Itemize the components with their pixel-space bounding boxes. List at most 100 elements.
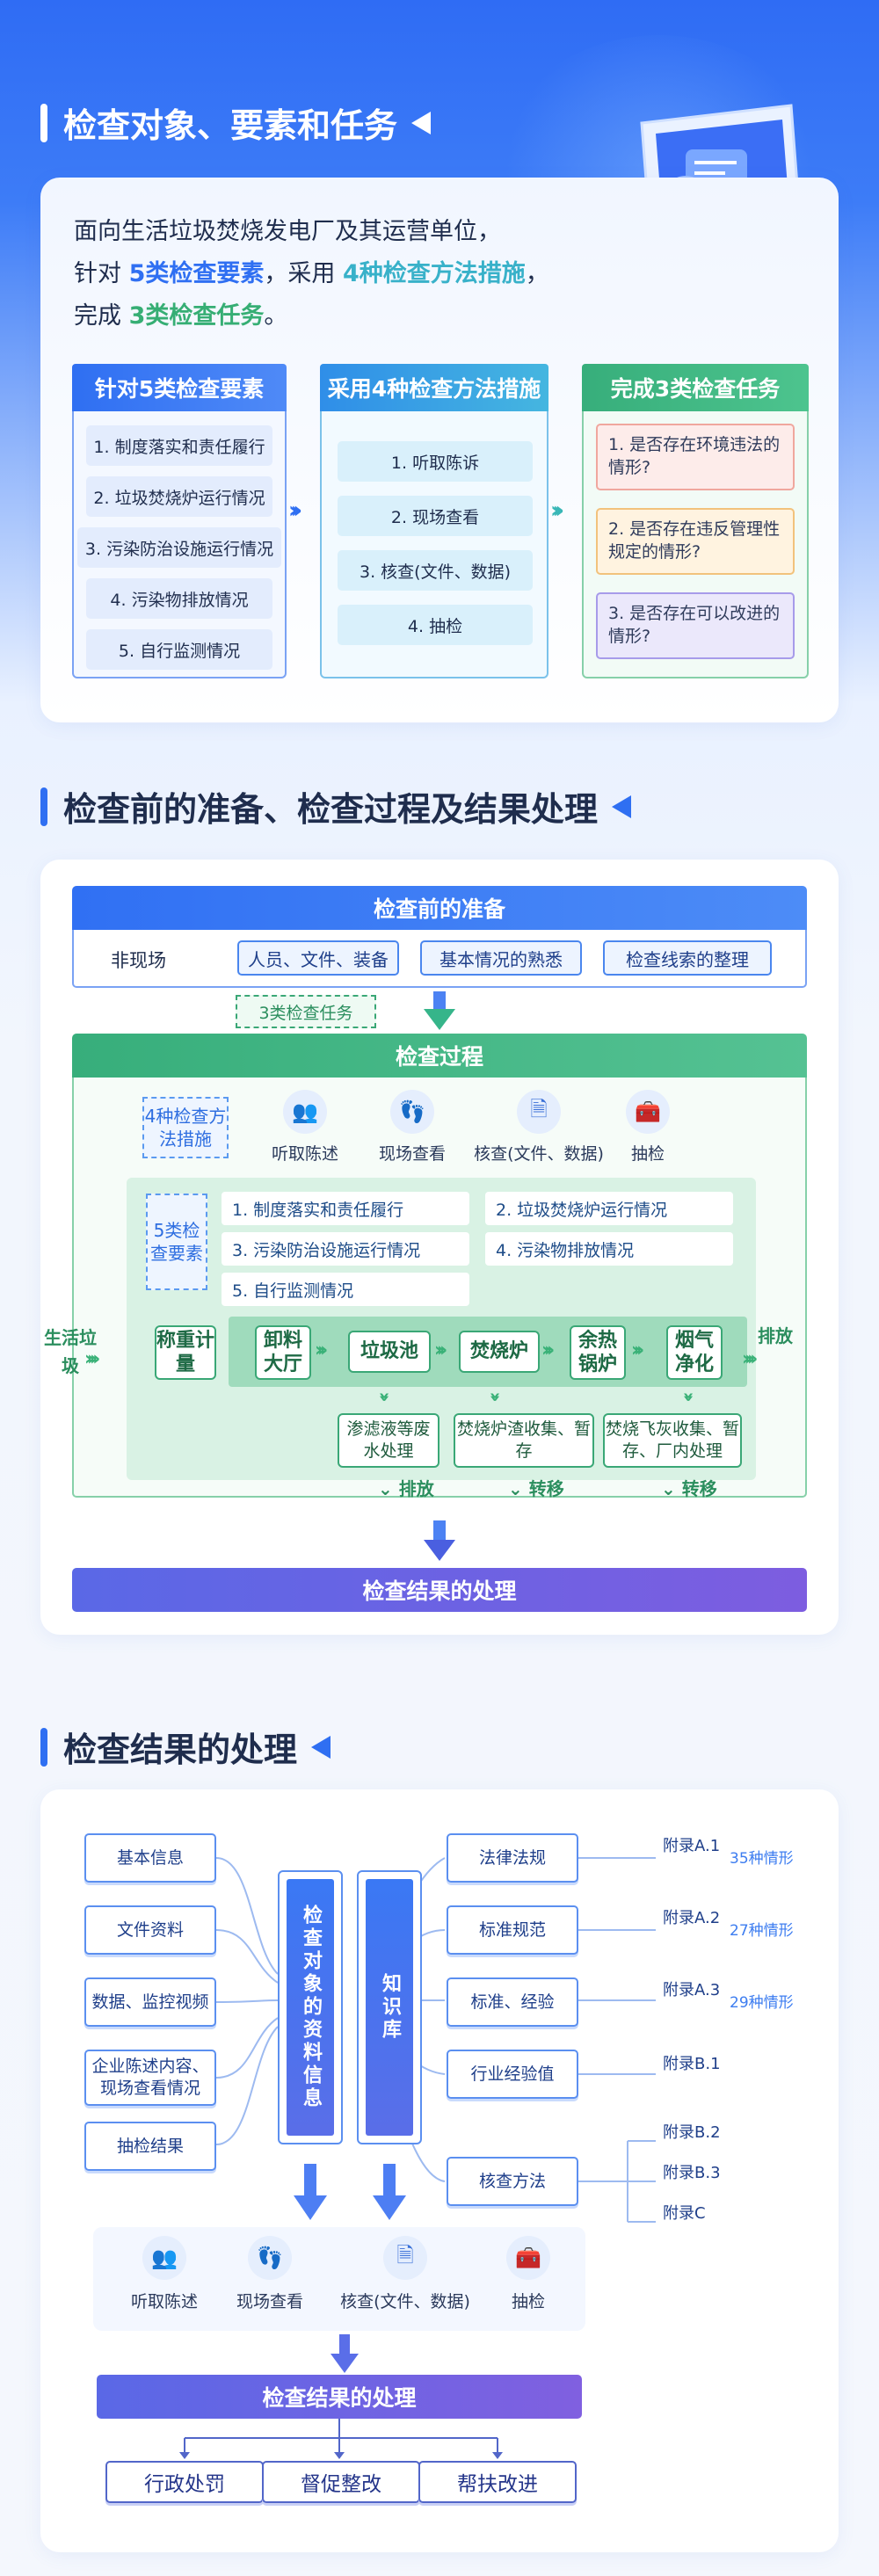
output-label: 排放 [758, 1325, 793, 1346]
document-check-icon: 🗎 [517, 1090, 561, 1134]
col-tasks-header: 完成3类检查任务 [582, 364, 809, 411]
left-item: 抽检结果 [84, 2122, 216, 2171]
left-item: 基本信息 [84, 1833, 216, 1883]
section2-title: 检查前的准备、检查过程及结果处理 [40, 782, 632, 831]
appendix-label: 附录B.3 [663, 2164, 721, 2182]
outcome-assist: 帮扶改进 [418, 2461, 577, 2503]
flow-step-gas: 烟气净化 [666, 1325, 723, 1380]
appendix-label: 附录B.2 [663, 2123, 721, 2142]
right-item: 标准规范 [447, 1905, 578, 1955]
prep-item: 检查线索的整理 [603, 940, 772, 976]
appendix-count: 35种情形 [730, 1850, 794, 1868]
offsite-label: 非现场 [111, 950, 166, 971]
flow-step-weigh: 称重计量 [155, 1325, 216, 1380]
result-header: 检查结果的处理 [72, 1568, 807, 1612]
method-label: 现场查看 [236, 2292, 303, 2311]
right-item: 标准、经验 [447, 1977, 578, 2027]
footprint-icon: 👣 [390, 1090, 434, 1134]
task-item-illegal: 1. 是否存在环境违法的情形? [596, 424, 795, 490]
left-item: 文件资料 [84, 1905, 216, 1955]
sample-box-icon: 🧰 [626, 1090, 670, 1134]
appendix-label: 附录A.2 [663, 1909, 721, 1927]
chevron-right-icon: ››› [631, 1339, 644, 1361]
method-label: 听取陈述 [130, 2292, 198, 2311]
section3-title: 检查结果的处理 [40, 1723, 331, 1771]
task-tag: 3类检查任务 [236, 995, 376, 1028]
prep-item: 基本情况的熟悉 [420, 940, 582, 976]
intro-text: 面向生活垃圾焚烧发电厂及其运营单位， 针对 5类检查要素，采用 4种检查方法措施… [74, 218, 549, 330]
sub-wastewater: 渗滤液等废水处理 [338, 1413, 440, 1468]
appendix-label: 附录A.1 [663, 1837, 721, 1855]
col-tasks-body: 1. 是否存在环境违法的情形? 2. 是否存在违反管理性规定的情形? 3. 是否… [582, 411, 809, 678]
task-item-improve: 3. 是否存在可以改进的情形? [596, 592, 795, 659]
chevron-down-icon: ›› [677, 1391, 700, 1397]
element-item: 2. 垃圾焚烧炉运行情况 [485, 1192, 733, 1225]
right-item: 法律法规 [447, 1833, 578, 1883]
flow-step-incinerator: 焚烧炉 [459, 1331, 540, 1373]
section2-card: 检查前的准备 非现场 人员、文件、装备 基本情况的熟悉 检查线索的整理 3类检查… [40, 860, 839, 1635]
sub-label: ⌄ 转移 [661, 1478, 717, 1499]
center-knowledge-box: 知识库 [357, 1870, 422, 2144]
element-item: 1. 制度落实和责任履行 [222, 1192, 469, 1225]
method-label: 抽检 [511, 2292, 545, 2311]
sub-label: ⌄ 转移 [508, 1478, 564, 1499]
col-elements-header: 针对5类检查要素 [72, 364, 287, 411]
appendix-count: 29种情形 [730, 1994, 794, 2012]
section1-card: 面向生活垃圾焚烧发电厂及其运营单位， 针对 5类检查要素，采用 4种检查方法措施… [40, 178, 839, 722]
chevron-down-icon: ›› [483, 1391, 506, 1397]
flow-step-pit: 垃圾池 [348, 1331, 431, 1373]
method-label: 核查(文件、数据) [474, 1144, 604, 1164]
method-item: 3. 核查(文件、数据) [338, 550, 533, 591]
chevron-right-icon: ››› [541, 1339, 555, 1361]
chevron-right-icon: ›››› [742, 1348, 758, 1370]
element-item: 5. 自行监测情况 [222, 1273, 469, 1306]
col-elements-body: 1. 制度落实和责任履行 2. 垃圾焚烧炉运行情况 3. 污染防治设施运行情况 … [72, 411, 287, 678]
speech-icon: 👥 [142, 2236, 186, 2280]
input-label: 生活垃圾 [44, 1327, 97, 1376]
chevron-down-icon: ›› [373, 1391, 396, 1397]
method-item: 1. 听取陈诉 [338, 441, 533, 482]
process-header: 检查过程 [72, 1034, 807, 1078]
chevron-right-icon: ››› [288, 497, 302, 524]
element-item: 3. 污染防治设施运行情况 [222, 1232, 469, 1266]
section3-card: 基本信息 文件资料 数据、监控视频 企业陈述内容、现场查看情况 抽检结果 检查对… [40, 1789, 839, 2552]
flow-step-boiler: 余热锅炉 [570, 1325, 626, 1380]
method-item: 4. 抽检 [338, 605, 533, 645]
chevron-right-icon: ››› [315, 1339, 328, 1361]
prep-header: 检查前的准备 [72, 886, 807, 930]
task-item-violation: 2. 是否存在违反管理性规定的情形? [596, 508, 795, 575]
col-methods-body: 1. 听取陈诉 2. 现场查看 3. 核查(文件、数据) 4. 抽检 [320, 411, 548, 678]
outcome-connectors [179, 2419, 503, 2459]
result-header: 检查结果的处理 [97, 2375, 582, 2419]
appendix-count: 27种情形 [730, 1922, 794, 1940]
method-item: 2. 现场查看 [338, 496, 533, 536]
appendix-label: 附录A.3 [663, 1981, 721, 1999]
right-item: 核查方法 [447, 2157, 578, 2206]
prep-item: 人员、文件、装备 [237, 940, 399, 976]
arrow-down-icon [424, 1520, 455, 1561]
center-info-box: 检查对象的资料信息 [278, 1870, 343, 2144]
footprint-icon: 👣 [248, 2236, 292, 2280]
methods-label: 4种检查方法措施 [142, 1097, 229, 1158]
chevron-right-icon: ›››› [84, 1348, 100, 1370]
document-check-icon: 🗎 [383, 2236, 427, 2280]
sub-slag: 焚烧炉渣收集、暂存 [454, 1413, 594, 1468]
chevron-right-icon: ››› [434, 1339, 447, 1361]
appendix-label: 附录C [663, 2204, 706, 2223]
right-item: 行业经验值 [447, 2050, 578, 2099]
method-label: 抽检 [630, 1144, 665, 1164]
method-label: 核查(文件、数据) [340, 2292, 470, 2311]
section1-title: 检查对象、要素和任务 [40, 98, 432, 147]
outcome-penalty: 行政处罚 [105, 2461, 264, 2503]
col-methods-header: 采用4种检查方法措施 [320, 364, 548, 411]
arrow-down-icon [294, 2164, 327, 2220]
element-item: 4. 污染物排放情况 [485, 1232, 733, 1266]
elements-label: 5类检查要素 [146, 1194, 207, 1290]
left-item: 数据、监控视频 [84, 1977, 216, 2027]
element-item: 4. 污染物排放情况 [86, 578, 272, 619]
left-item: 企业陈述内容、现场查看情况 [84, 2050, 216, 2106]
element-item: 5. 自行监测情况 [86, 629, 272, 670]
flow-step-unload: 卸料大厅 [255, 1325, 311, 1380]
speech-icon: 👥 [283, 1090, 327, 1134]
method-label: 现场查看 [378, 1144, 446, 1164]
